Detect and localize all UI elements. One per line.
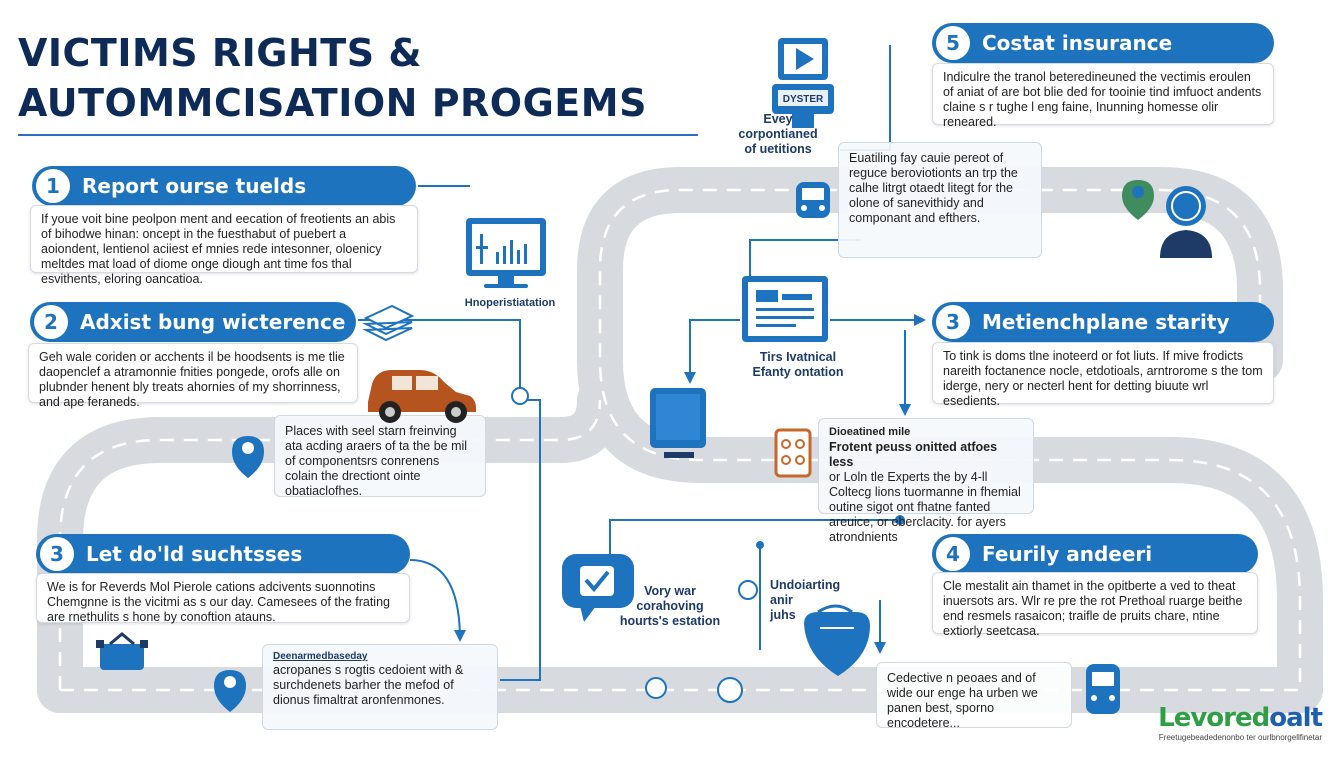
step-2-header: 2 Adxist bung wicterence: [30, 302, 356, 342]
step-4-description: Cle mestalit ain thamet in the opitberte…: [932, 572, 1258, 638]
step-label: Let do'ld suchtsses: [86, 542, 303, 566]
step-number-badge: 5: [936, 26, 970, 60]
undo-caption: Undoiarting anir juhs: [770, 578, 841, 622]
step-3-header: 3 Let do'ld suchtsses: [36, 534, 410, 574]
logo-tagline: Freetugebeadedenonbo ter ourlbnorgellfin…: [1158, 733, 1322, 742]
chat-caption: Vory war corahoving hourts's estation: [619, 584, 721, 628]
step-3b-header: 3 Metienchplane starity: [932, 302, 1274, 342]
step-label: Metienchplane starity: [982, 310, 1230, 334]
note-center-top: Euatiling fay cauie pereot of reguce ber…: [838, 142, 1042, 258]
step-number-badge: 3: [40, 537, 74, 571]
step-3-description: We is for Reverds Mol Pierole cations ad…: [36, 573, 410, 624]
step-5-header: 5 Costat insurance: [932, 23, 1274, 63]
step-4-header: 4 Feurily andeeri: [932, 534, 1258, 574]
title-underline: [18, 134, 698, 136]
logo-wordmark: Levoredoalt: [1158, 703, 1323, 733]
note-body: or Loln tle Experts the by 4-ll Coltecg …: [829, 470, 1021, 544]
road-dashes: [58, 188, 1302, 692]
step-label: Adxist bung wicterence: [80, 310, 346, 334]
step-5-description: Indiculre the tranol beteredineuned the …: [932, 63, 1274, 129]
note-heading: Dioeatined mile: [829, 426, 911, 438]
poster-sign-text: DYSTER: [782, 94, 824, 105]
title-line-2: AUTOMMCISATION PROGEMS: [18, 81, 647, 125]
terminal-caption: Tirs Ivatnical Efanty ontation: [752, 350, 844, 379]
step-number-badge: 4: [936, 537, 970, 571]
step-2-description: Geh wale coriden or acchents il be hoods…: [28, 343, 358, 409]
note-bottom-left: Deenarmedbaseday acropanes s rogtis cedo…: [262, 644, 498, 730]
step-number-badge: 3: [936, 305, 970, 339]
title-line-1: VICTIMS RIGHTS &: [18, 31, 422, 75]
every-caption: Evey corpontianed of uetitions: [738, 112, 818, 156]
logo-word-b: oalt: [1269, 703, 1323, 733]
step-label: Feurily andeeri: [982, 542, 1153, 566]
monitor-caption: Hnoperistiatation: [464, 297, 556, 309]
step-label: Costat insurance: [982, 31, 1173, 55]
note-heading: Deenarmedbaseday: [273, 651, 368, 662]
step-label: Report ourse tuelds: [82, 174, 307, 198]
note-left-mid: Places with seel starn freinving ata acd…: [274, 415, 486, 498]
road-markers: [511, 387, 758, 703]
note-title: Frotent peuss onitted atfoes less: [829, 440, 998, 469]
note-body: acropanes s rogtis cedoient with & surch…: [273, 663, 464, 707]
logo-word-a: Levored: [1158, 703, 1270, 733]
note-right-mid: Dioeatined mile Frotent peuss onitted at…: [818, 418, 1034, 544]
step-3b-description: To tink is doms tlne inoteerd or fot liu…: [932, 342, 1274, 408]
step-number-badge: 1: [36, 169, 70, 203]
brand-logo: Levoredoalt Freetugebeadedenonbo ter our…: [1158, 703, 1323, 742]
step-1-header: 1 Report ourse tuelds: [32, 166, 416, 206]
step-1-description: If youe voit bine peolpon ment and eecat…: [30, 205, 418, 286]
connector-arrows: [454, 314, 926, 654]
note-bottom-right: Cedective n peoaes and of wide our enge …: [876, 662, 1072, 730]
page-title: VICTIMS RIGHTS & AUTOMMCISATION PROGEMS: [18, 28, 647, 128]
step-number-badge: 2: [34, 305, 68, 339]
